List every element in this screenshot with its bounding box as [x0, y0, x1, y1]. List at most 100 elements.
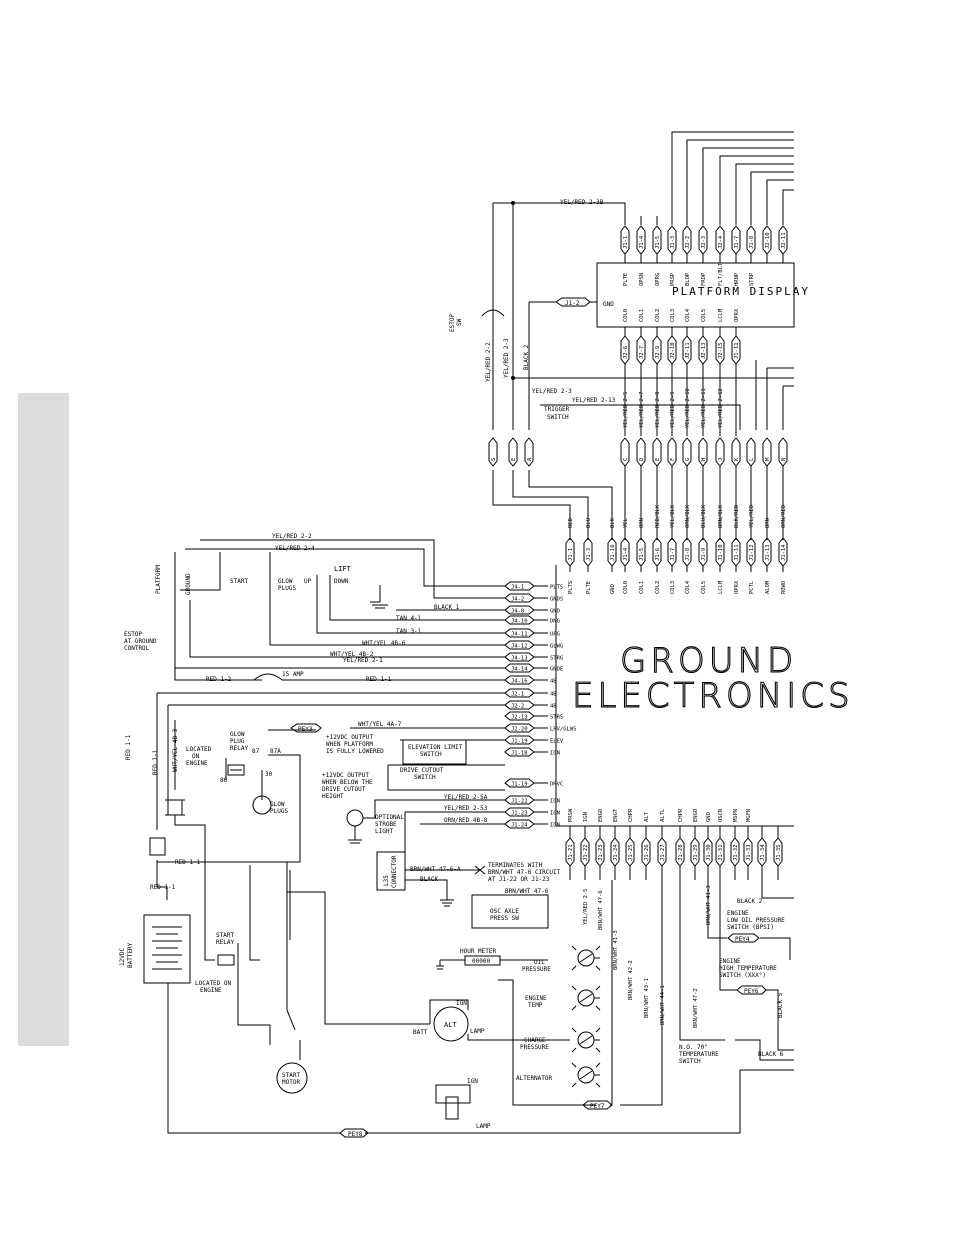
- middle-wire-label: YEL/RED 2-12: [718, 388, 724, 428]
- ge-top-pin: ALOM: [765, 580, 771, 594]
- middle-connector-label: H: [701, 458, 707, 461]
- svg-text:ON: ON: [192, 753, 200, 760]
- ge-left-connector-label: J1-19: [511, 782, 528, 788]
- platform-bottom-pin: COL3: [670, 309, 676, 322]
- ge-top-connector-label: J1-3: [586, 548, 592, 561]
- platform-gnd-label: GND: [603, 301, 614, 308]
- svg-text:SWITCH (BPSI): SWITCH (BPSI): [727, 924, 774, 931]
- svg-text:OPTIONAL: OPTIONAL: [375, 814, 404, 821]
- l35-connector: [376, 851, 406, 891]
- platform-bottom-connector-label: J2-15: [718, 342, 724, 359]
- svg-text:15 AMP: 15 AMP: [282, 671, 304, 678]
- svg-text:START: START: [282, 1072, 300, 1079]
- left-connector: [488, 437, 498, 467]
- ge-left-connector-label: J4-12: [511, 644, 528, 650]
- svg-text:PEY8: PEY8: [348, 1131, 363, 1138]
- ge-top-pin: LCLM: [718, 580, 724, 594]
- estop-switch-symbol: [481, 309, 505, 317]
- svg-text:LIFT: LIFT: [334, 565, 352, 573]
- ge-top-pin: COL5: [701, 581, 707, 594]
- lower-connector-label: J1-27: [660, 844, 666, 861]
- lower-wire-label: BRN/WHT 41-3: [706, 885, 712, 925]
- svg-text:TERMINATES WITH: TERMINATES WITH: [488, 862, 543, 869]
- svg-text:BLACK 2: BLACK 2: [737, 898, 763, 905]
- platform-top-connector-label: J1-8: [749, 236, 755, 249]
- left-harness: [492, 201, 794, 540]
- middle-wire-label: YEL/RED 2-11: [701, 388, 707, 428]
- lower-pin: ALTL: [660, 808, 666, 822]
- ge-top-connector-label: J1-14: [781, 544, 787, 561]
- svg-text:ENGINE: ENGINE: [186, 760, 208, 767]
- svg-text:OIL: OIL: [534, 959, 545, 966]
- lower-wire-label: BRN/WHT 47-2: [693, 988, 699, 1028]
- svg-text:RELAY: RELAY: [230, 745, 248, 752]
- ge-left-pin: IGN: [550, 799, 560, 805]
- platform-bottom-connector-label: J2-9: [655, 346, 661, 359]
- lower-connector-label: J1-32: [733, 844, 739, 861]
- svg-text:BATTERY: BATTERY: [127, 942, 134, 968]
- ge-top-connector-label: J1-4: [623, 547, 629, 561]
- ge-left-pin: IGN: [550, 823, 560, 829]
- ge-left-connector-label: J1-23: [511, 811, 528, 817]
- ge-left-pin: STRS: [550, 715, 563, 721]
- svg-text:LIGHT: LIGHT: [375, 828, 393, 835]
- ge-top-connector-label: J1-8: [685, 548, 691, 561]
- ge-top-connector-label: J1-5: [639, 548, 645, 561]
- svg-text:BRN/WHT 47-6-A: BRN/WHT 47-6-A: [410, 866, 461, 873]
- svg-text:N.O. 70°: N.O. 70°: [679, 1044, 708, 1051]
- platform-bottom-pin: COL1: [639, 309, 645, 322]
- platform-display-title: PLATFORM DISPLAY: [672, 285, 810, 298]
- svg-text:TRIGGER: TRIGGER: [544, 406, 570, 413]
- svg-text:SWITCH (XXX°): SWITCH (XXX°): [719, 972, 766, 979]
- middle-connector-label: L: [749, 457, 755, 461]
- left-connector-label: S: [491, 458, 497, 461]
- ge-top-connector-label: J1-11: [734, 544, 740, 561]
- svg-text:PEY7: PEY7: [590, 1103, 605, 1110]
- ge-left-connector-label: J4-14: [511, 667, 528, 673]
- platform-bottom-connector-label: J2-13: [701, 342, 707, 359]
- lower-pin: CHPR: [678, 808, 684, 822]
- svg-text:YEL/RED 2-2: YEL/RED 2-2: [272, 533, 312, 540]
- ge-left-pin: STRG: [550, 656, 563, 662]
- lower-wire-label: BRN/WHT 44-1: [660, 985, 666, 1025]
- svg-text:GLOW: GLOW: [278, 578, 293, 585]
- color-label: BRN: [765, 518, 771, 528]
- svg-text:+12VDC OUTPUT: +12VDC OUTPUT: [322, 772, 369, 779]
- lower-pin: MGFN: [746, 809, 752, 822]
- ge-top-connector-label: J1-16: [610, 544, 616, 561]
- svg-text:LAMP: LAMP: [476, 1123, 491, 1130]
- ge-top-pin: COL0: [623, 581, 629, 594]
- ge-top-pin: COL1: [639, 581, 645, 594]
- svg-text:ESTOP: ESTOP: [449, 314, 456, 332]
- color-label: RED/BLK: [655, 504, 661, 528]
- ge-left-connector-label: J1-18: [511, 751, 528, 757]
- ge-left-pin: 4B: [550, 692, 557, 698]
- svg-text:PEY6: PEY6: [744, 988, 759, 995]
- platform-top-connector-label: J1-7: [734, 236, 740, 249]
- lower-pin: ALT: [644, 811, 650, 822]
- gauge-rays: [571, 1027, 601, 1053]
- platform-top-connector-label: J2-3: [701, 236, 707, 249]
- color-label: BRN/BLK: [718, 504, 724, 528]
- ge-top-pin: OPRX: [734, 580, 740, 594]
- ground-control-panel: PLATFORM GROUND START GLOW PLUGS UP LIFT…: [124, 533, 505, 706]
- ge-top-pin: PCTL: [749, 580, 755, 594]
- ge-left-pin: DNG: [550, 619, 560, 625]
- platform-top-connector-label: J1-3: [670, 236, 676, 249]
- svg-text:RED 1-1: RED 1-1: [150, 884, 176, 891]
- ge-top-connector-label: J1-9: [701, 548, 707, 561]
- ge-top-connector-label: J1-1: [568, 548, 574, 561]
- svg-text:ENGINE: ENGINE: [727, 910, 749, 917]
- left-connector: [524, 437, 534, 467]
- ignition-key-stem: [445, 1096, 459, 1120]
- lower-connector-label: J1-25: [628, 844, 634, 861]
- color-label: ORN: [639, 518, 645, 528]
- lower-connector-label: J1-23: [598, 844, 604, 861]
- svg-text:PRESS SW: PRESS SW: [490, 915, 519, 922]
- ge-left-connector-label: J4-10: [511, 619, 528, 625]
- lower-pin: PRSW: [568, 808, 574, 822]
